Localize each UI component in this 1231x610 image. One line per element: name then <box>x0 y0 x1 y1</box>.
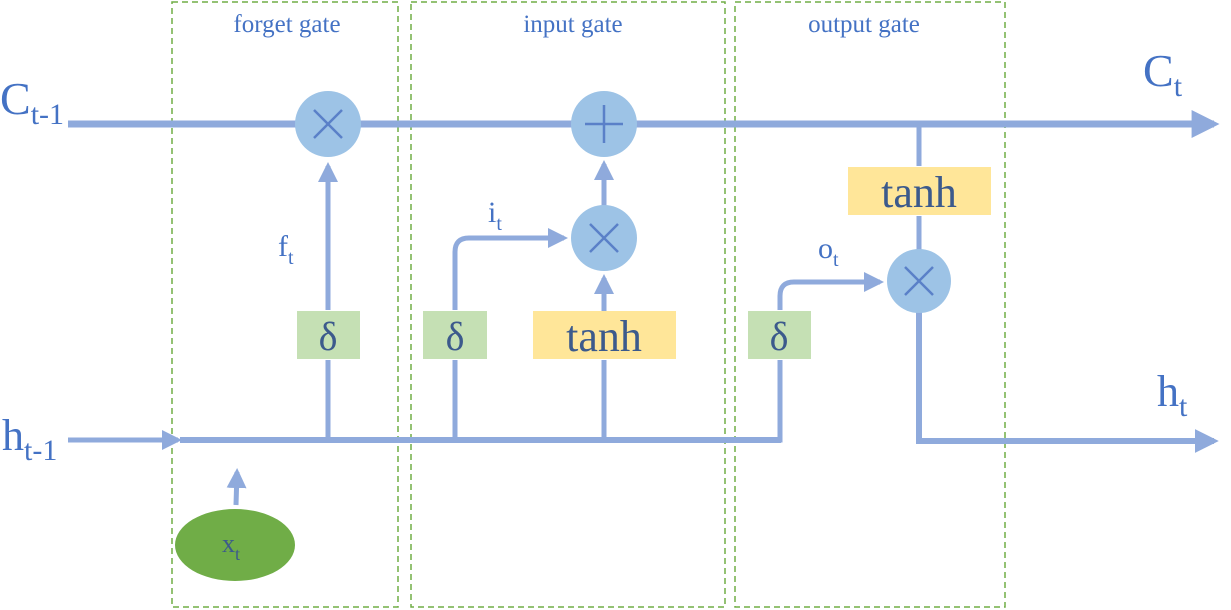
o-t-label: ot <box>818 232 839 271</box>
x-input-arrow <box>226 468 247 506</box>
x-t-base: x <box>222 529 235 558</box>
output-tanh-label: tanh <box>881 168 957 217</box>
forget-sigma-label: δ <box>319 314 338 359</box>
output-tanh-box <box>848 167 991 215</box>
forget-gate-frame <box>171 1 399 608</box>
i-t-sub: t <box>496 213 502 235</box>
forget-gate-title: forget gate <box>233 11 340 38</box>
output-multiply-op <box>887 249 951 313</box>
output-ot-arrow <box>777 272 884 310</box>
cell-add-op <box>571 91 637 157</box>
output-sigma-box <box>748 311 811 359</box>
input-it-arrow <box>452 228 568 310</box>
f-t-label: ft <box>278 230 294 269</box>
x-t-label: xt <box>222 529 240 564</box>
o-t-sub: t <box>833 249 839 271</box>
output-gate-title: output gate <box>808 11 920 38</box>
c-prev-sub: t-1 <box>31 98 64 131</box>
input-tanh-box <box>533 311 676 359</box>
input-multiply-op <box>571 205 637 271</box>
h-out-line <box>916 312 1219 453</box>
input-sigma-box <box>423 311 487 359</box>
i-t-base: i <box>488 196 496 229</box>
input-tanh-label: tanh <box>566 312 642 361</box>
i-t-label: it <box>488 196 502 235</box>
output-sigma-label: δ <box>770 314 789 359</box>
c-t-base: C <box>1143 45 1174 96</box>
f-t-base: f <box>278 230 288 263</box>
x-t-sub: t <box>235 544 240 564</box>
input-gate-title: input gate <box>523 11 622 38</box>
h-t-base: h <box>1157 367 1179 416</box>
h-t-label: ht <box>1157 367 1188 423</box>
c-t-label: Ct <box>1143 45 1183 103</box>
h-prev-label: ht-1 <box>2 411 57 467</box>
h-prev-base: h <box>2 411 24 460</box>
o-t-base: o <box>818 232 833 265</box>
c-t-sub: t <box>1174 70 1183 103</box>
forget-sigma-box <box>297 311 360 359</box>
f-t-sub: t <box>288 247 294 269</box>
x-input-ellipse <box>175 509 295 581</box>
c-prev-label: Ct-1 <box>0 73 64 131</box>
forget-multiply-op <box>295 91 361 157</box>
h-t-sub: t <box>1179 390 1188 423</box>
input-gate-frame <box>410 1 726 608</box>
output-gate-frame <box>734 1 1006 608</box>
output-sigma-stem <box>733 360 783 443</box>
c-prev-base: C <box>0 73 31 124</box>
h-prev-sub: t-1 <box>24 434 57 467</box>
input-sigma-label: δ <box>446 314 465 359</box>
